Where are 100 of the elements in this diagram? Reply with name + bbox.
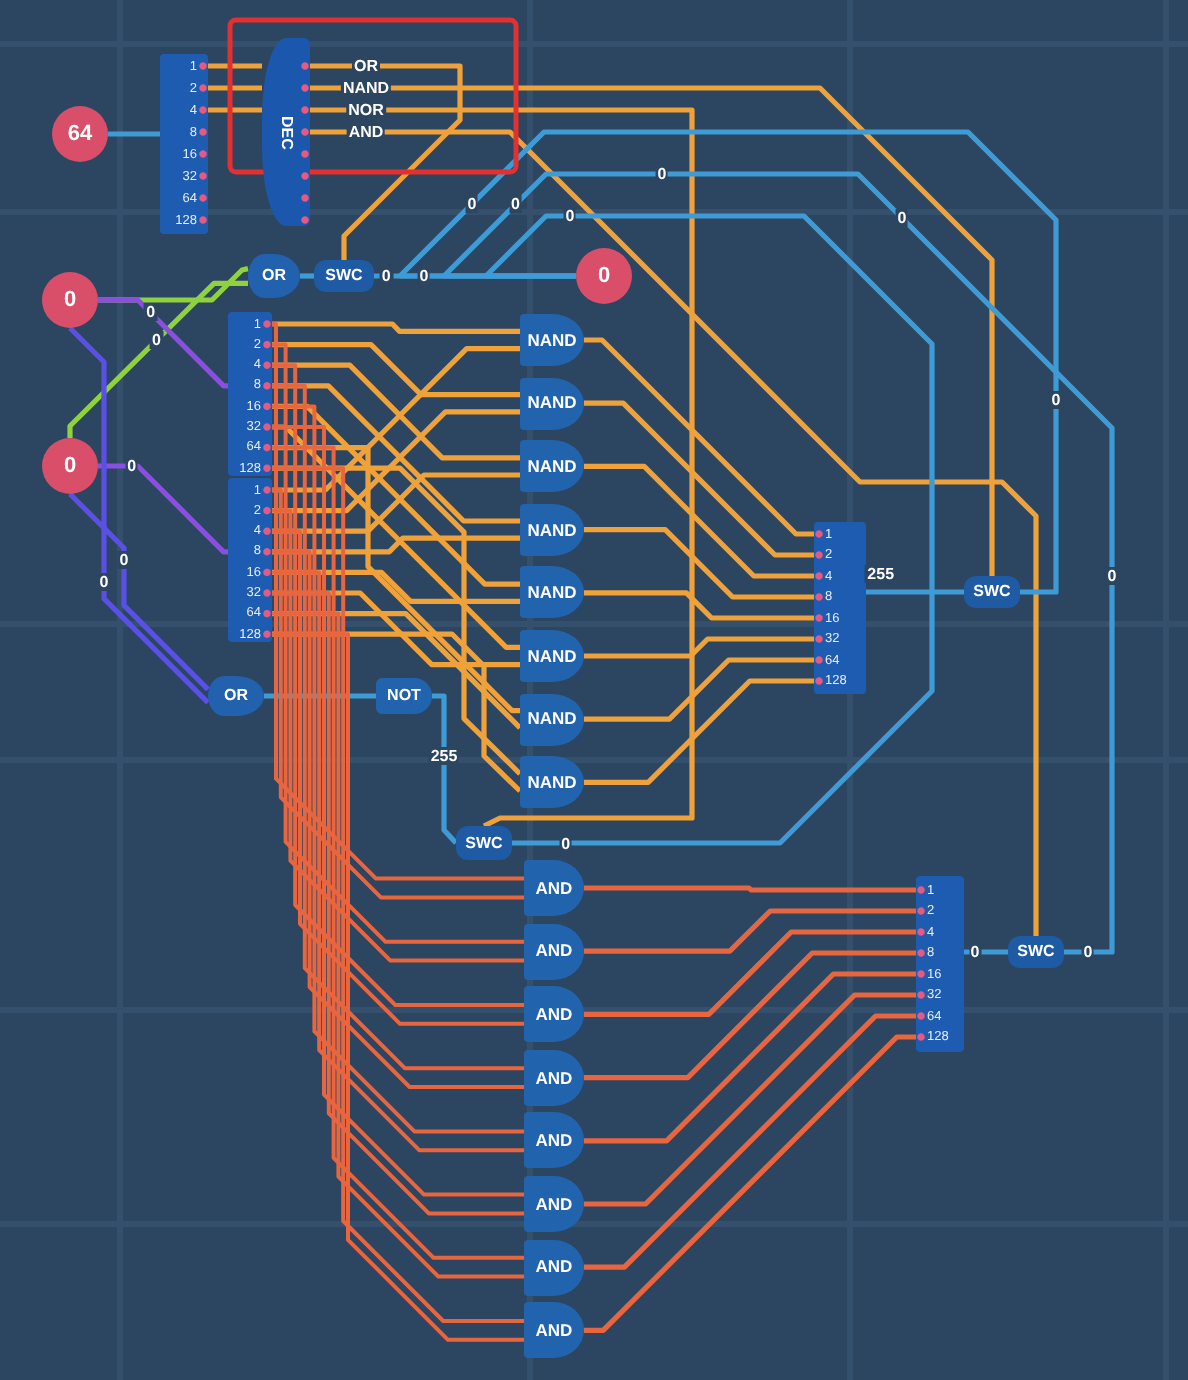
wire-label: 0 (125, 457, 139, 475)
wire (310, 85, 995, 576)
wire (272, 445, 520, 714)
wire-label: 0 (655, 165, 669, 183)
switch-gate: SWC (456, 826, 512, 860)
wire-label: NOR (346, 101, 386, 119)
nand-gate: NAND (520, 566, 584, 619)
wire (300, 273, 314, 279)
wire (98, 297, 228, 389)
wire (272, 611, 523, 731)
wire (584, 885, 916, 893)
input-pin: 64 (52, 106, 108, 162)
output-pin: 0 (576, 248, 632, 304)
switch-gate: SWC (1008, 936, 1064, 968)
wire (584, 992, 916, 1207)
wire (272, 403, 520, 587)
and-gate: AND (524, 986, 584, 1043)
or-gate: OR (248, 254, 300, 298)
wire (67, 280, 248, 438)
switch-gate: SWC (314, 260, 374, 292)
wire-label: 255 (428, 747, 460, 766)
and-gate: AND (524, 1112, 584, 1169)
wire-label: 0 (149, 331, 163, 350)
wire (272, 590, 520, 668)
wire (272, 362, 520, 461)
wire (264, 693, 376, 699)
decoder-block: DEC (262, 38, 310, 226)
splitter-block (228, 312, 272, 476)
not-gate: NOT (376, 678, 432, 714)
wire (272, 465, 522, 776)
byte-maker-block (916, 876, 964, 1052)
wire (272, 383, 520, 524)
wire (584, 463, 814, 579)
byte-maker-block (814, 522, 866, 694)
wire (432, 693, 458, 845)
nand-gate: NAND (520, 756, 584, 809)
nand-gate: NAND (520, 377, 584, 430)
wire (584, 337, 814, 537)
wire-label: 0 (1105, 567, 1119, 585)
wire-label: 0 (895, 209, 909, 227)
wire (272, 342, 520, 398)
wire (272, 488, 524, 900)
wire (272, 409, 520, 514)
wire (584, 929, 916, 1017)
splitter-block (228, 478, 272, 642)
nand-gate: NAND (520, 630, 584, 682)
wire (310, 63, 463, 260)
wire (584, 678, 814, 785)
wire (866, 589, 964, 595)
wire (68, 326, 210, 705)
splitter-block (160, 54, 208, 234)
wire-label: 0 (97, 573, 111, 592)
input-pin: 0 (42, 272, 98, 328)
wire (584, 908, 916, 954)
wire (441, 171, 1115, 955)
wire (68, 492, 210, 692)
wire (584, 1013, 916, 1270)
wire (310, 107, 695, 829)
wire (584, 527, 814, 600)
wire-label: 0 (117, 550, 131, 569)
wire (584, 636, 814, 659)
or-gate: OR (208, 676, 264, 716)
wire (584, 950, 916, 1081)
wire (272, 472, 520, 534)
wire (272, 631, 522, 793)
wire-label: 0 (379, 267, 393, 285)
wire (964, 949, 1008, 955)
wire (397, 129, 1059, 595)
wire (584, 657, 814, 722)
nand-gate: NAND (520, 693, 584, 746)
wire (98, 463, 228, 555)
wire (272, 321, 520, 334)
wire-label: 0 (465, 195, 479, 213)
wire-label: NAND (340, 79, 392, 97)
wire-label: AND (346, 123, 386, 141)
wire-label: 0 (417, 267, 431, 285)
wire (584, 971, 916, 1144)
wire (272, 569, 520, 604)
nand-gate: NAND (520, 503, 584, 556)
wire (272, 535, 520, 555)
nand-gate: NAND (520, 440, 584, 493)
wire (483, 213, 935, 846)
wire-label: 0 (144, 303, 158, 322)
and-gate: AND (524, 1302, 584, 1359)
wire (584, 1034, 916, 1333)
wire (272, 508, 524, 963)
wire-label: OR (352, 57, 380, 75)
nand-gate: NAND (520, 314, 584, 366)
input-pin: 0 (42, 438, 98, 494)
wire (272, 346, 520, 493)
wire (205, 63, 265, 113)
wire-label: 0 (968, 943, 982, 961)
wire-label: 0 (1081, 943, 1095, 961)
wire-label: 0 (1049, 391, 1063, 409)
and-gate: AND (524, 1049, 584, 1106)
wire (272, 424, 520, 650)
wire (310, 129, 1039, 936)
and-gate: AND (524, 923, 584, 980)
wire (584, 590, 814, 621)
switch-gate: SWC (964, 576, 1020, 608)
